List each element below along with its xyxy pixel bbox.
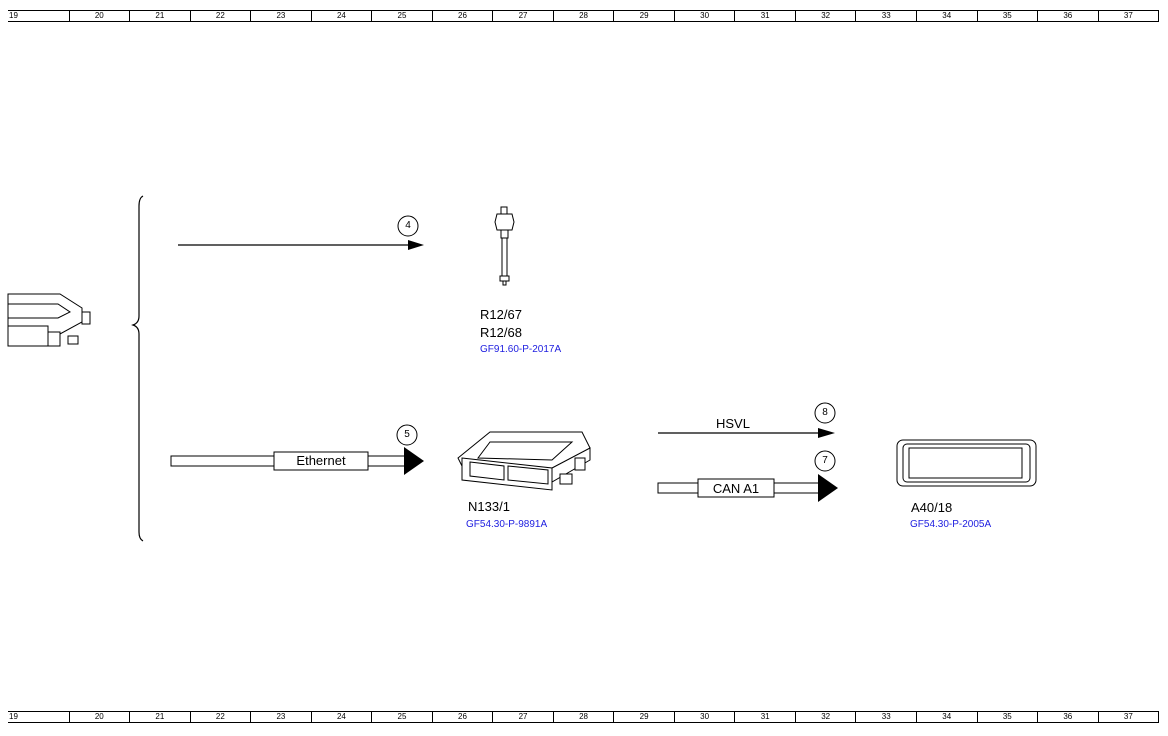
ruler-column-30: 30	[673, 11, 735, 21]
r12-68-label: R12/68	[480, 325, 522, 340]
connection-5-number: 5	[404, 429, 410, 440]
ruler-column-33: 33	[855, 11, 916, 21]
ruler-column-26: 26	[431, 11, 493, 21]
ruler-column-22: 22	[189, 712, 251, 722]
ruler-column-23: 23	[250, 11, 311, 21]
left-control-unit-graphic	[7, 293, 91, 347]
n133-control-unit-graphic	[457, 431, 591, 491]
ruler-column-20: 20	[68, 11, 130, 21]
ruler-column-19: 19	[9, 712, 18, 721]
connection-7-number: 7	[822, 455, 828, 466]
ruler-column-32: 32	[794, 712, 856, 722]
connection-8-number: 8	[822, 407, 828, 418]
n133-label: N133/1	[468, 499, 510, 514]
hsvl-label: HSVL	[716, 416, 750, 431]
can-a1-label: CAN A1	[712, 481, 760, 496]
ruler-column-31: 31	[734, 11, 795, 21]
connection-7-can-bus	[657, 474, 838, 502]
r12-sensor-graphic	[494, 206, 515, 286]
ethernet-label: Ethernet	[296, 453, 346, 468]
r12-reference-link[interactable]: GF91.60-P-2017A	[480, 344, 562, 355]
ruler-column-21: 21	[129, 712, 190, 722]
ruler-column-36: 36	[1037, 11, 1098, 21]
ruler-column-34: 34	[915, 712, 977, 722]
connection-8-hsvl-arrow	[658, 428, 835, 438]
grouping-brace	[131, 195, 144, 542]
ruler-column-28: 28	[552, 11, 614, 21]
ruler-column-27: 27	[492, 11, 553, 21]
ruler-column-33: 33	[855, 712, 916, 722]
ruler-column-22: 22	[189, 11, 251, 21]
ruler-column-37: 37	[1097, 712, 1160, 722]
ruler-column-29: 29	[613, 712, 674, 722]
ruler-column-24: 24	[310, 712, 372, 722]
ruler-column-30: 30	[673, 712, 735, 722]
ruler-column-20: 20	[68, 712, 130, 722]
connection-4-circle	[397, 215, 419, 237]
a40-reference-link[interactable]: GF54.30-P-2005A	[910, 519, 992, 530]
ruler-column-28: 28	[552, 712, 614, 722]
connection-5-ethernet-bus	[170, 447, 424, 475]
ruler-column-23: 23	[250, 712, 311, 722]
ruler-column-24: 24	[310, 11, 372, 21]
connection-8-circle	[814, 402, 836, 424]
ruler-column-21: 21	[129, 11, 190, 21]
a40-display-graphic	[896, 439, 1037, 487]
connection-4-arrow	[178, 240, 424, 250]
ruler-column-19: 19	[9, 11, 18, 20]
ruler-column-32: 32	[794, 11, 856, 21]
connection-7-circle	[814, 450, 836, 472]
ruler-column-37: 37	[1097, 11, 1160, 21]
ruler-column-27: 27	[492, 712, 553, 722]
ruler-column-25: 25	[371, 712, 432, 722]
ruler-column-35: 35	[976, 11, 1038, 21]
a40-label: A40/18	[911, 500, 953, 515]
r12-67-label: R12/67	[480, 307, 522, 322]
ruler-column-29: 29	[613, 11, 674, 21]
ruler-column-26: 26	[431, 712, 493, 722]
ruler-column-31: 31	[734, 712, 795, 722]
n133-reference-link[interactable]: GF54.30-P-9891A	[466, 519, 548, 530]
ruler-column-34: 34	[915, 11, 977, 21]
connection-5-circle	[396, 424, 418, 446]
ruler-column-25: 25	[371, 11, 432, 21]
ruler-column-36: 36	[1037, 712, 1098, 722]
ruler-column-35: 35	[976, 712, 1038, 722]
connection-4-number: 4	[405, 220, 411, 231]
